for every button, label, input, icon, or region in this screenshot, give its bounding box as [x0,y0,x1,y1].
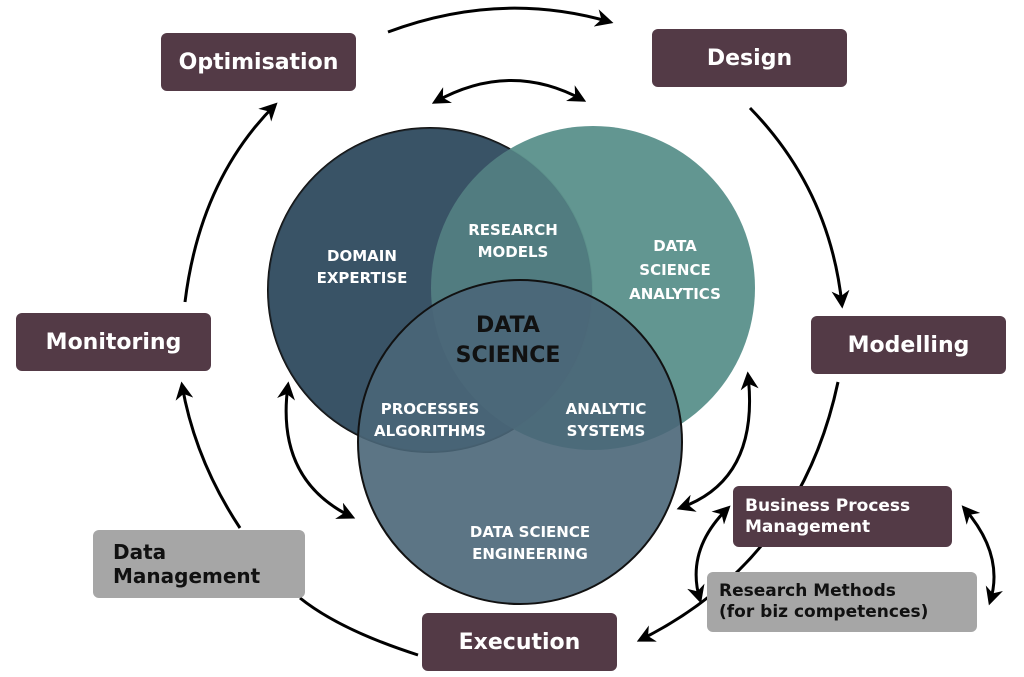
box-execution: Execution [422,613,617,671]
label-data-science-analytics: DATA SCIENCE ANALYTICS [629,234,721,306]
box-line: Management [113,564,261,588]
label-line: SYSTEMS [566,422,646,440]
arrow-venn-left [277,381,356,519]
arrow-optimisation-design [387,6,614,34]
label-line: EXPERTISE [316,269,408,287]
label-line: DATA [653,237,697,255]
label-line: ENGINEERING [472,545,588,563]
box-line: Data [113,540,167,564]
box-optimisation: Optimisation [161,33,356,91]
arrow-bpm-research-left [687,505,731,604]
label-processes-algorithms: PROCESSES ALGORITHMS [374,398,486,442]
label-line: MODELS [477,243,549,261]
box-research-methods: Research Methods(for biz competences) [707,572,977,632]
box-modelling: Modelling [811,316,1006,374]
label-line: SCIENCE [455,343,561,368]
box-line: Management [745,516,871,537]
label-line: DATA [476,313,540,338]
box-monitoring: Monitoring [16,313,211,371]
label-line: ANALYTICS [629,285,721,303]
label-line: ALGORITHMS [374,422,486,440]
label-data-science-engineering: DATA SCIENCE ENGINEERING [470,521,590,565]
box-line: Business Process [745,495,911,516]
arrow-venn-right [676,371,759,512]
box-line: (for biz competences) [719,602,929,622]
label-line: RESEARCH [468,221,558,239]
label-research-models: RESEARCH MODELS [468,219,558,263]
box-line: Research Methods [719,581,896,601]
label-analytic-systems: ANALYTIC SYSTEMS [566,398,647,442]
label-line: DATA SCIENCE [469,523,591,541]
arrow-design-modelling [748,106,850,309]
label-line: SCIENCE [639,261,711,279]
label-domain-expertise: DOMAIN EXPERTISE [317,245,408,289]
arrow-bpm-research-right [961,505,1003,606]
arrow-monitoring-optimisation [183,102,278,303]
label-line: DOMAIN [327,247,397,265]
box-design: Design [652,29,847,87]
label-line: PROCESSES [380,400,480,418]
label-data-science-center: DATA SCIENCE [456,311,561,371]
arrow-datamgmt-monitoring [175,381,242,529]
label-line: ANALYTIC [565,400,647,418]
arrow-venn-top [431,79,587,104]
arrow-execution-datamgmt [299,596,419,657]
